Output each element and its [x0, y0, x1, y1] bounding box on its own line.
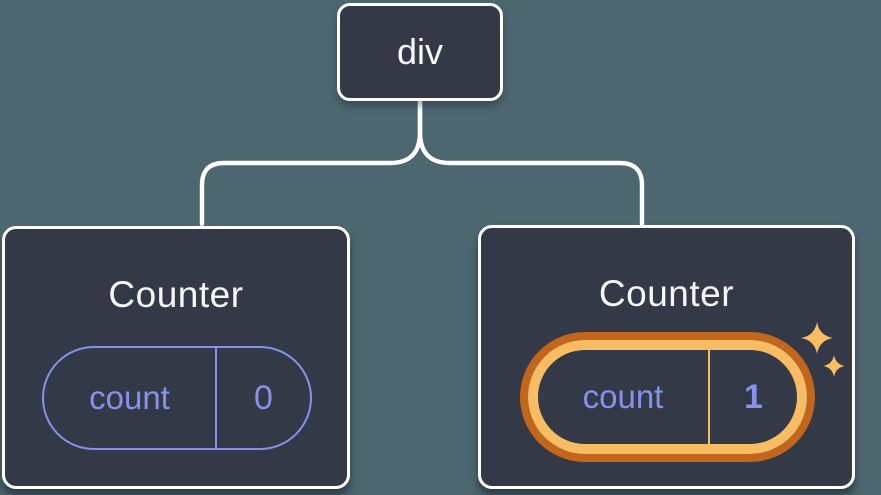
- root-node: div: [337, 3, 503, 101]
- sparkles-icon: [801, 322, 845, 377]
- counter-card-highlighted: Counter count 1: [478, 225, 855, 489]
- state-pill-highlighted: count 1: [528, 340, 807, 454]
- sparkle-large: [801, 322, 833, 354]
- card-title: Counter: [108, 274, 244, 315]
- root-node-label: div: [396, 31, 444, 72]
- card-title: Counter: [598, 273, 735, 314]
- sparkle-small: [823, 355, 845, 377]
- state-pill: count 0: [42, 346, 312, 450]
- connector-right-branch: [417, 98, 645, 227]
- state-value: 0: [254, 378, 273, 417]
- state-key-label: count: [538, 350, 710, 444]
- state-value: 1: [744, 377, 763, 416]
- counter-card: Counter count 0: [2, 226, 350, 489]
- state-key-label: count: [44, 348, 217, 448]
- connector-left-branch: [199, 98, 423, 227]
